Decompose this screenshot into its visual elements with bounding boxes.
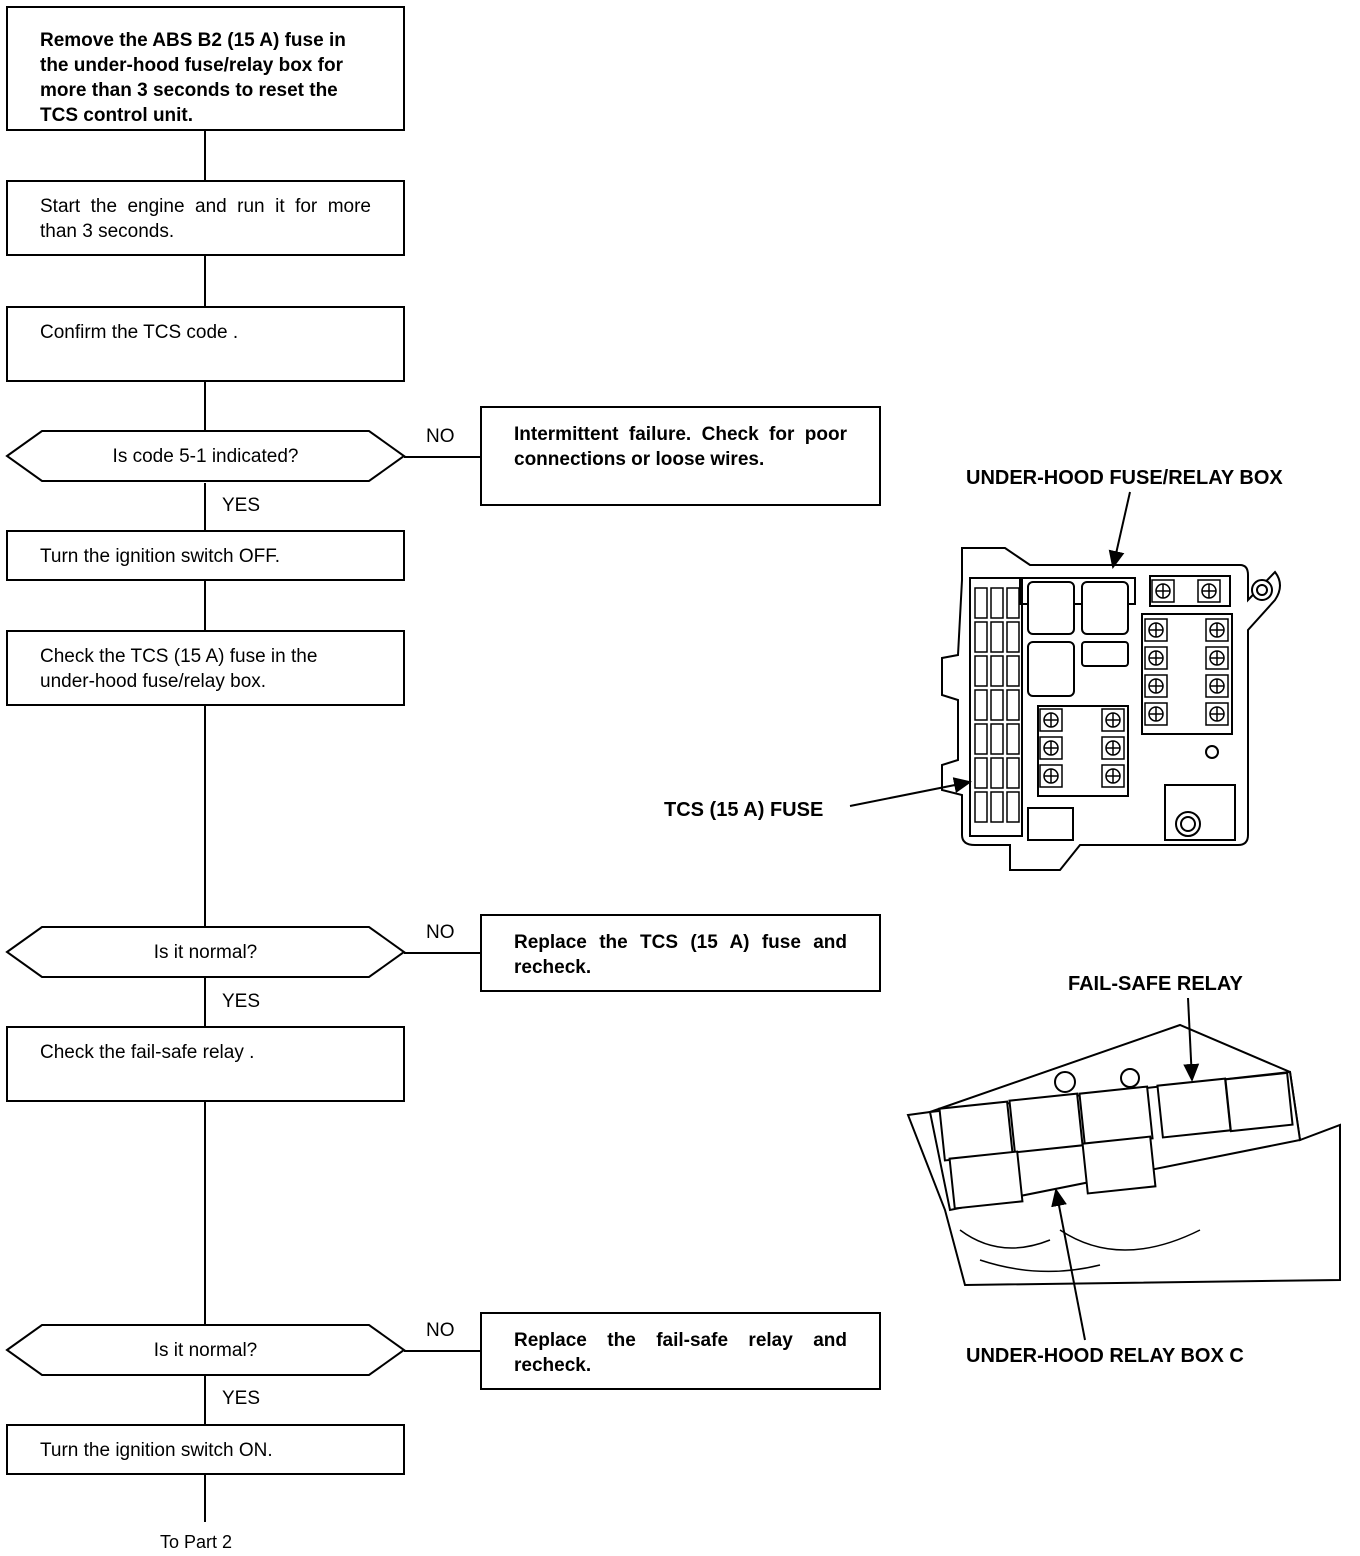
decision-relay-normal: Is it normal? [153,1340,258,1361]
connector [204,483,206,530]
fuse-box-leader [1108,491,1131,569]
step-remove-fuse: Remove the ABS B2 (15 A) fuse in the und… [6,6,405,131]
decision-shape [5,1324,406,1376]
no-label: NO [426,426,455,447]
fuse-slot-column [974,587,1020,823]
step-check-tcs-fuse: Check the TCS (15 A) fuse in the under-h… [6,630,405,706]
decision-shape [5,926,406,978]
connector [204,130,206,181]
decision-code-5-1: Is code 5-1 indicated? [112,446,299,467]
no-connector [404,456,481,458]
result-text: Replace the fail-safe relay and recheck. [514,1330,847,1376]
step-ignition-off: Turn the ignition switch OFF. [6,530,405,581]
connector [204,1474,206,1522]
result-text: Replace the TCS (15 A) fuse and recheck. [514,932,847,978]
step-text: Start the engine and run it for more tha… [40,196,371,242]
step-start-engine: Start the engine and run it for more tha… [6,180,405,256]
connector [204,977,206,1027]
fail-safe-leader [1183,997,1200,1082]
connector [204,580,206,631]
relay-box-c-label: UNDER-HOOD RELAY BOX C [966,1345,1244,1367]
connector [204,1100,206,1325]
step-check-fail-safe-relay: Check the fail-safe relay . [6,1026,405,1102]
tcs-fuse-leader [849,777,972,807]
yes-label: YES [222,1388,261,1409]
fail-safe-relay-label: FAIL-SAFE RELAY [1068,973,1243,995]
step-text: Turn the ignition switch OFF. [40,546,281,567]
connector [204,705,206,927]
no-connector [404,1350,481,1352]
connector [204,381,206,431]
result-intermittent-failure: Intermittent failure. Check for poor con… [480,406,881,506]
fuse-box-label: UNDER-HOOD FUSE/RELAY BOX [966,467,1283,489]
step-text: Check the fail-safe relay . [40,1042,255,1063]
decision-fuse-normal: Is it normal? [153,942,258,963]
result-replace-relay: Replace the fail-safe relay and recheck. [480,1312,881,1390]
bolt-terminals [1039,579,1229,788]
step-text: Check the TCS (15 A) fuse in the under-h… [40,646,318,692]
connector [204,255,206,306]
result-text: Intermittent failure. Check for poor con… [514,424,847,470]
no-connector [404,952,481,954]
relay-box-c-leader [1051,1188,1086,1341]
step-confirm-code: Confirm the TCS code . [6,306,405,382]
step-text: Confirm the TCS code . [40,322,239,343]
tcs-fuse-label: TCS (15 A) FUSE [664,799,824,821]
relay-box-c-drawing [906,1023,1341,1287]
step-ignition-on: Turn the ignition switch ON. [6,1424,405,1475]
connector [204,1375,206,1425]
decision-shape [5,430,406,482]
step-text: Remove the ABS B2 (15 A) fuse in the und… [40,30,346,126]
yes-label: YES [222,991,261,1012]
yes-label: YES [222,495,261,516]
step-text: Turn the ignition switch ON. [40,1440,273,1461]
result-replace-fuse: Replace the TCS (15 A) fuse and recheck. [480,914,881,992]
continuation-label: To Part 2 [160,1532,233,1552]
no-label: NO [426,1320,455,1341]
no-label: NO [426,922,455,943]
